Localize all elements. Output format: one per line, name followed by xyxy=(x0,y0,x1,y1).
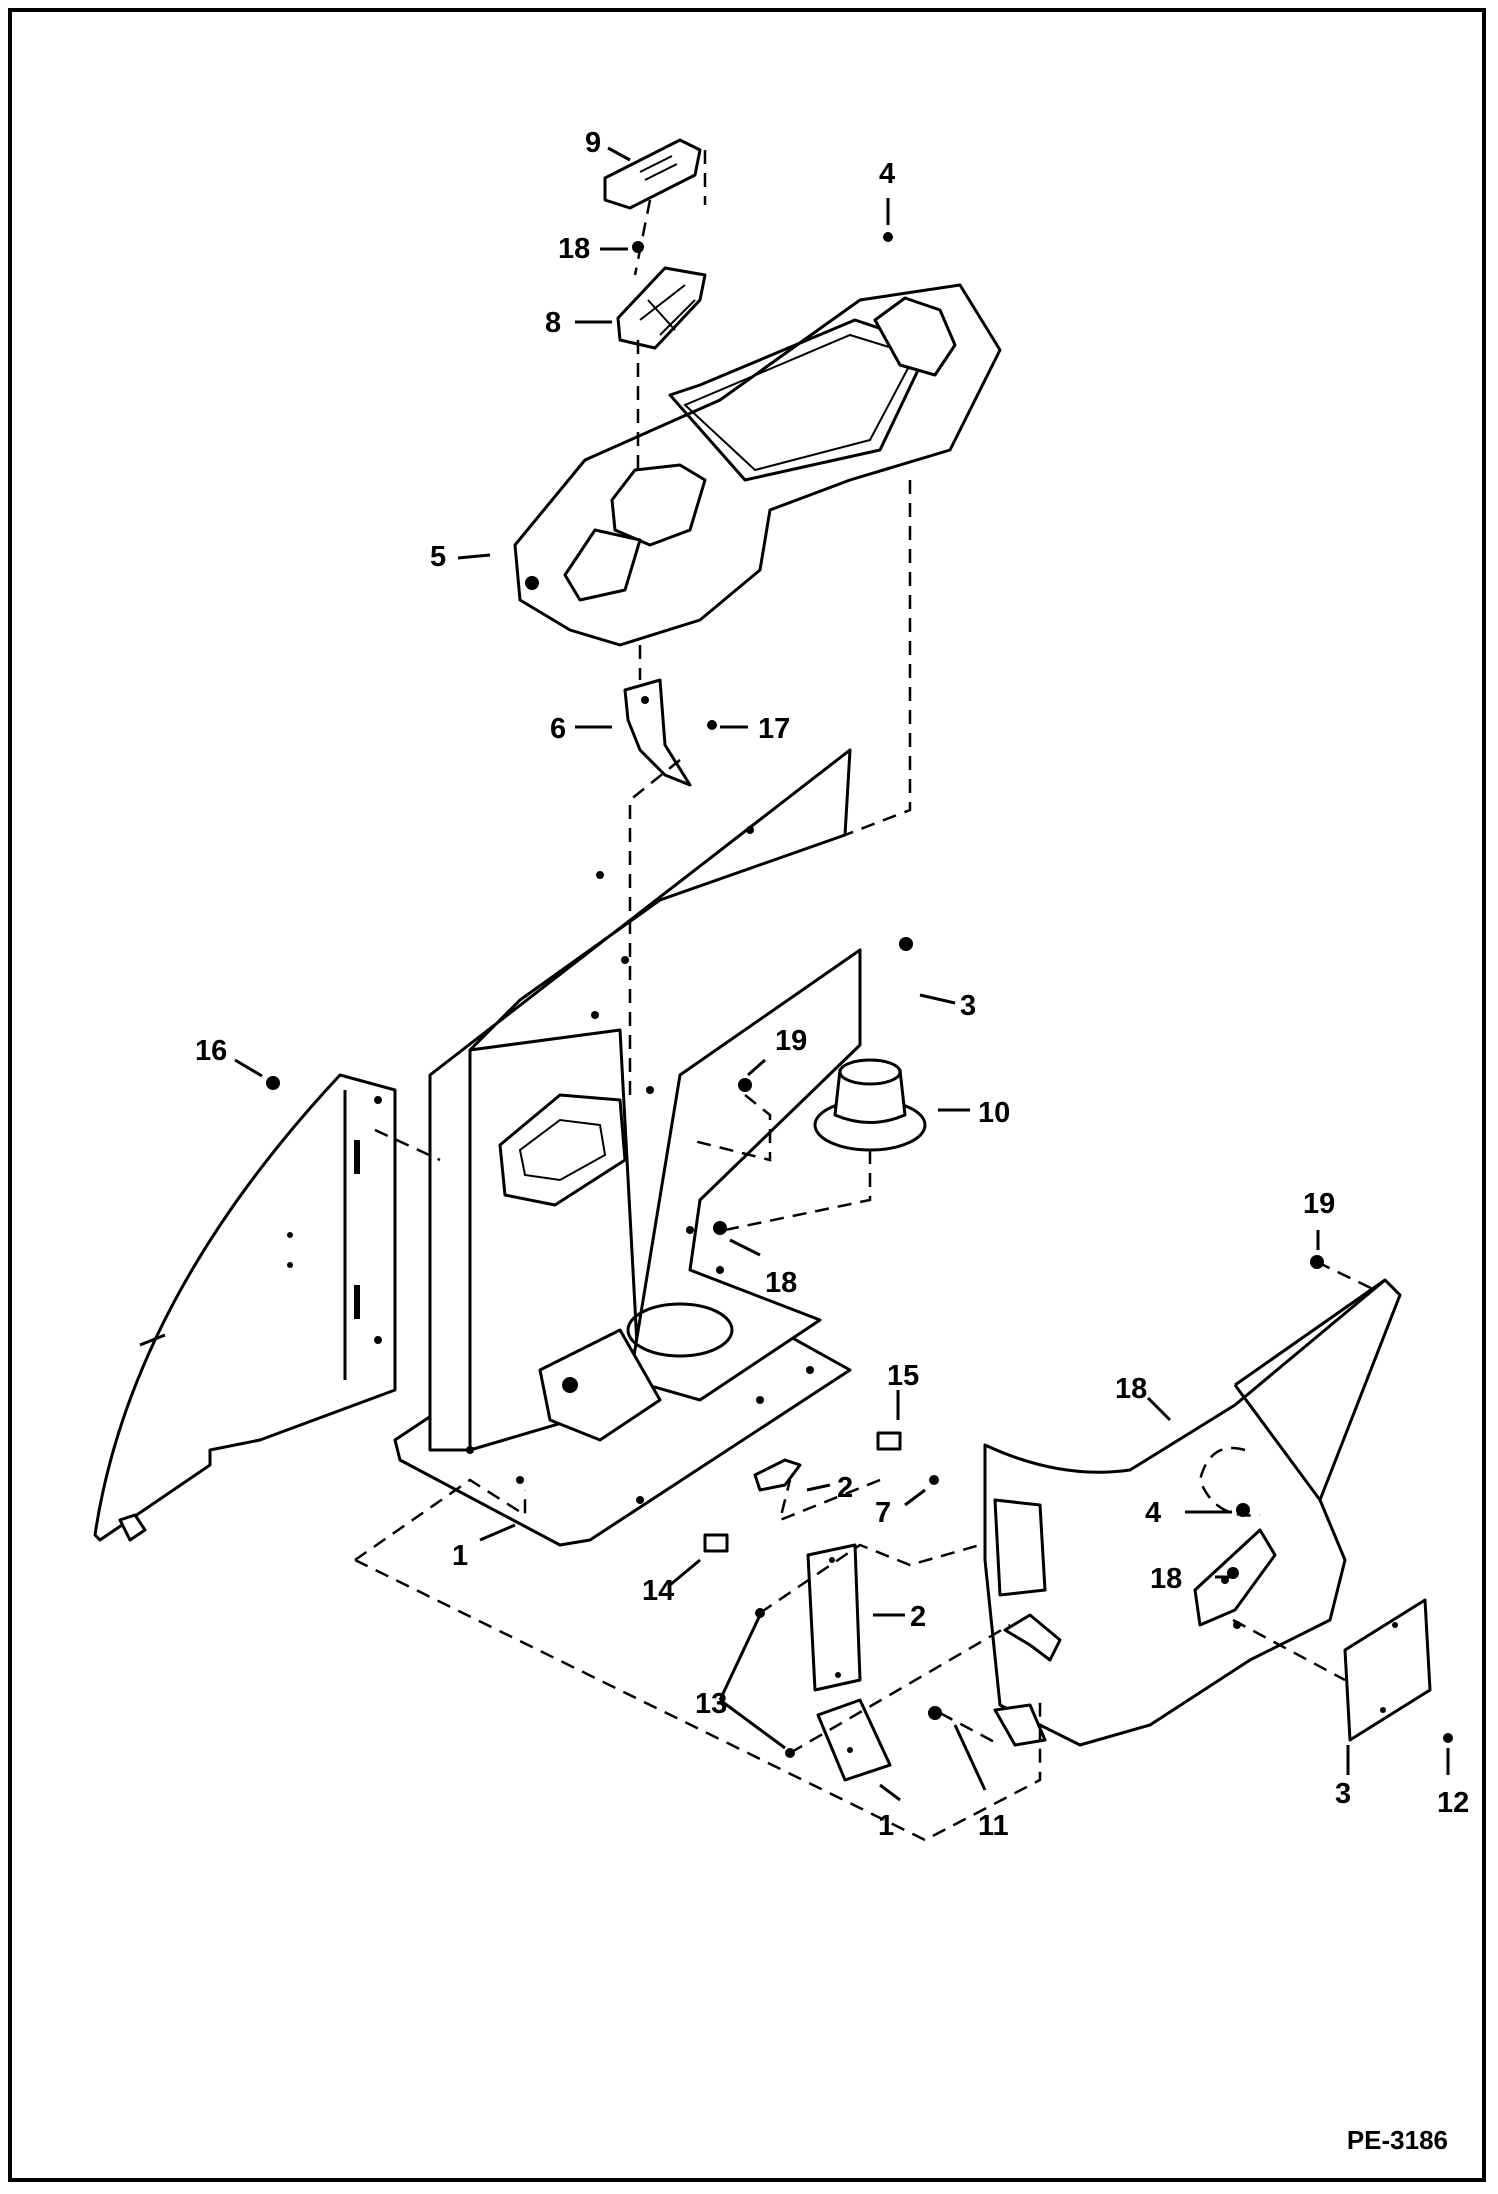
callout-4-top: 4 xyxy=(879,158,895,190)
part-6-bracket xyxy=(623,678,692,787)
callout-18-middle: 4 xyxy=(1145,1497,1161,1529)
part-10-grommet xyxy=(813,1058,927,1152)
callout-4-bottom: 12 xyxy=(1437,1787,1469,1819)
leader-lines xyxy=(139,146,1450,1802)
callout-7: 2 xyxy=(837,1472,853,1504)
callout-1-left: 13 xyxy=(695,1688,727,1720)
assembly-lines xyxy=(354,150,1376,1842)
callout-13: 2 xyxy=(910,1601,926,1633)
callout-15: 18 xyxy=(1115,1373,1147,1405)
part-5-console xyxy=(513,283,1002,647)
callout-18-bottom: 11 xyxy=(978,1810,1009,1842)
callout-2-bottom: 14 xyxy=(642,1575,674,1607)
part-12-plate xyxy=(1343,1598,1432,1742)
callout-3-upper: 3 xyxy=(960,990,976,1022)
part-9-cover xyxy=(603,138,702,210)
part-7-grommet xyxy=(753,1458,802,1492)
callout-9: 9 xyxy=(585,127,601,159)
frame-holes xyxy=(466,826,814,1504)
part-11-plate xyxy=(816,1698,892,1782)
callout-19-center: 19 xyxy=(775,1025,807,1057)
callout-19-left: 16 xyxy=(195,1035,227,1067)
callout-labels: 9 4 18 8 5 6 17 3 19 10 16 19 18 15 2 7 … xyxy=(195,127,1469,1842)
callout-14: 1 xyxy=(452,1540,468,1572)
diagram-border xyxy=(8,8,1486,2182)
main-frame xyxy=(393,748,862,1547)
part-13-plate xyxy=(806,1543,862,1692)
callout-18-right: 19 xyxy=(1303,1188,1335,1220)
callout-6: 6 xyxy=(550,713,566,745)
callout-11: 1 xyxy=(878,1810,894,1842)
part-8-bracket xyxy=(616,266,707,350)
callout-5: 5 xyxy=(430,541,446,573)
callout-18-top: 18 xyxy=(558,233,590,265)
callout-12: 3 xyxy=(1335,1778,1351,1810)
callout-8: 8 xyxy=(545,307,561,339)
callout-3-lower: 18 xyxy=(1150,1563,1182,1595)
callout-2-right: 15 xyxy=(887,1360,919,1392)
callout-10: 10 xyxy=(978,1097,1010,1129)
callout-17: 17 xyxy=(758,713,790,745)
callout-19-lower: 18 xyxy=(765,1267,797,1299)
callout-1-right: 7 xyxy=(875,1497,891,1529)
part-16-panel xyxy=(93,1073,397,1542)
figure-reference-id: PE-3186 xyxy=(1346,2125,1448,2155)
